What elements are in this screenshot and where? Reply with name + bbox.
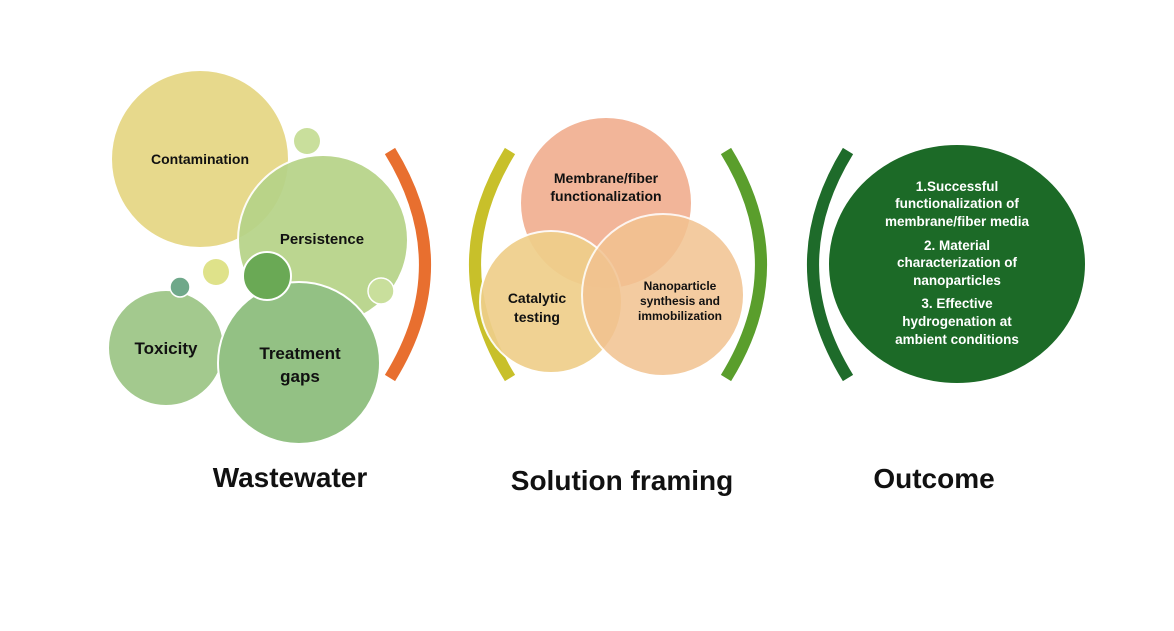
- small-bubble-top: [294, 128, 320, 154]
- bracket-left-olive: [469, 147, 516, 382]
- solution-framing-title: Solution framing: [511, 465, 733, 496]
- small-bubble-right: [367, 277, 395, 305]
- catalytic-label-line1: Catalytic: [508, 290, 567, 306]
- catalytic-label-line2: testing: [514, 309, 560, 325]
- outcome-line: characterization of: [897, 255, 1018, 270]
- treatment-gaps-label-line2: gaps: [280, 367, 320, 386]
- nanoparticle-circle: [581, 213, 745, 377]
- small-bubble-yellow: [203, 259, 229, 285]
- outcome-title: Outcome: [873, 463, 994, 494]
- persistence-label: Persistence: [280, 231, 364, 248]
- toxicity-label: Toxicity: [135, 339, 199, 358]
- outcome-group: 1.Successful functionalization of membrane…: [827, 143, 1087, 385]
- small-bubble-dark: [242, 251, 292, 301]
- outcome-line: membrane/fiber media: [885, 214, 1030, 229]
- small-bubble-teal: [169, 276, 191, 298]
- membrane-label-line2: functionalization: [550, 188, 661, 204]
- treatment-gaps-bubble: [217, 281, 381, 445]
- treatment-gaps-label-line1: Treatment: [259, 344, 341, 363]
- wastewater-title: Wastewater: [213, 462, 368, 493]
- solution-venn: Membrane/fiber functionalization Catalyt…: [479, 116, 745, 377]
- nanoparticle-label-line1: Nanoparticle: [644, 279, 717, 293]
- bracket-right-orange: [384, 147, 431, 382]
- outcome-line: 2. Material: [924, 238, 990, 253]
- outcome-circle: [827, 143, 1087, 385]
- nanoparticle-label-line3: immobilization: [638, 309, 722, 323]
- outcome-line: functionalization of: [895, 196, 1019, 211]
- outcome-line: 1.Successful: [916, 179, 999, 194]
- outcome-text: 1.Successful functionalization of membrane…: [885, 179, 1030, 347]
- contamination-bubble: [110, 69, 290, 249]
- membrane-label-line1: Membrane/fiber: [554, 170, 659, 186]
- outcome-line: 3. Effective: [921, 296, 993, 311]
- outcome-line: hydrogenation at: [902, 314, 1012, 329]
- bracket-right-green: [720, 147, 767, 382]
- outcome-line: nanoparticles: [913, 273, 1001, 288]
- nanoparticle-label-line2: synthesis and: [640, 294, 720, 308]
- outcome-line: ambient conditions: [895, 332, 1019, 347]
- bracket-left-darkgreen: [807, 147, 854, 382]
- wastewater-cluster: Contamination Persistence Toxicity Treat…: [107, 69, 409, 445]
- contamination-label: Contamination: [151, 151, 249, 167]
